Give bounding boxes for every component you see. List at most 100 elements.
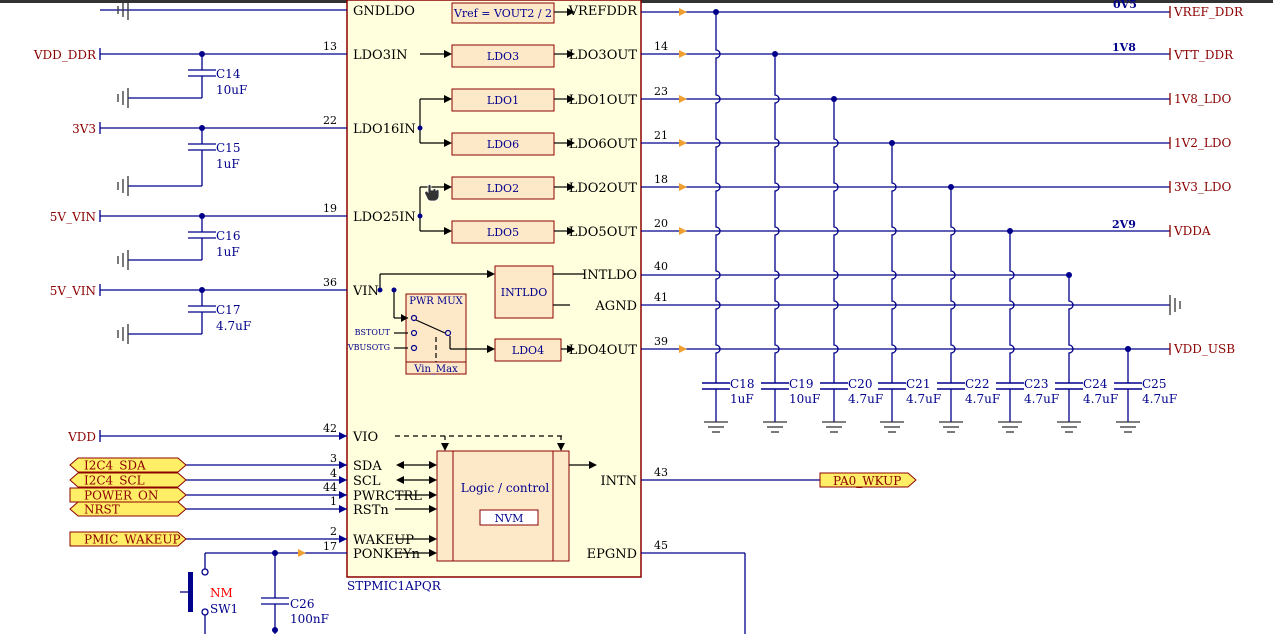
cap-junction	[948, 184, 954, 190]
switch-ref: SW1	[210, 602, 238, 616]
left-ground-icons	[117, 0, 129, 344]
pin-num-ldo4out: 39	[654, 335, 668, 348]
vref-block: Vref = VOUT2 / 2	[451, 2, 555, 24]
port-pmic-wakeup-label: PMIC_WAKEUP	[84, 533, 181, 547]
port-i2c4-sda-label: I2C4_SDA	[84, 459, 146, 473]
internal-wiring	[379, 11, 592, 554]
cap-ref: C18	[730, 377, 754, 391]
c14-value: 10uF	[216, 83, 247, 97]
mux-node-out	[444, 329, 452, 337]
c14-ref: C14	[216, 67, 241, 81]
c17-value: 4.7uF	[216, 319, 251, 333]
pin-arrowheads	[339, 432, 347, 543]
pin-intldo: INTLDO	[582, 268, 637, 283]
c26-junction	[272, 550, 278, 556]
ldo6-block-label: LDO6	[487, 138, 519, 151]
cap-drop-wire	[950, 187, 956, 383]
logic-control-block: Logic / control NVM	[436, 450, 570, 562]
cap-junction	[831, 96, 837, 102]
net-vdd-ddr: VDD_DDR	[33, 48, 97, 62]
vbusotg-label: VBUSOTG	[347, 343, 390, 352]
net-1v8-ldo: 1V8_LDO	[1174, 92, 1232, 106]
right-pin-arrows	[679, 8, 687, 353]
switch-body	[188, 572, 193, 612]
pin-num-ldo5out: 20	[654, 217, 668, 230]
pin-vio: VIO	[352, 430, 378, 445]
vin-max-label: Vin_Max	[413, 364, 458, 375]
c15-value: 1uF	[216, 157, 240, 171]
cap-drop-wire	[833, 99, 839, 383]
pin-ldo4out: LDO4OUT	[569, 343, 638, 358]
nvm-label: NVM	[495, 512, 524, 525]
right-rails	[641, 11, 1170, 634]
port-power-on: POWER_ON	[69, 487, 187, 503]
net-vdd: VDD	[67, 430, 96, 444]
ponkey-arrow	[298, 549, 306, 557]
hand-cursor-icon	[424, 184, 440, 202]
c15-ref: C15	[216, 141, 240, 155]
net-3v3-ldo: 3V3_LDO	[1174, 180, 1232, 194]
cap-value: 10uF	[789, 392, 820, 406]
net-5v-vin-2: 5V_VIN	[50, 284, 96, 298]
cap-junction	[1007, 228, 1013, 234]
pin-vin: VIN	[352, 284, 379, 299]
pin-pwrctrl: PWRCTRL	[353, 489, 422, 504]
pin-num-wakeup: 2	[330, 525, 337, 538]
rail-label-cut: 0V5	[1113, 0, 1137, 11]
agnd-ground-icon	[1169, 295, 1181, 315]
cap-value: 4.7uF	[848, 392, 883, 406]
cap-ref: C23	[1024, 377, 1048, 391]
rail-label-1v8: 1V8	[1112, 41, 1136, 54]
pin-intn: INTN	[600, 474, 637, 489]
net-vdd-usb: VDD_USB	[1173, 342, 1235, 356]
pin-epgnd: EPGND	[587, 547, 637, 562]
pin-ldo16in: LDO16IN	[353, 122, 416, 137]
cap-value: 4.7uF	[906, 392, 941, 406]
switch-contact-bottom	[201, 608, 209, 616]
cap-value: 4.7uF	[1142, 392, 1177, 406]
switch-nm-label: NM	[210, 586, 233, 600]
cap-junction	[713, 9, 719, 15]
pin-num-ldo1out: 23	[654, 85, 668, 98]
vref-block-label: Vref = VOUT2 / 2	[453, 7, 552, 20]
c26-value: 100nF	[290, 612, 329, 626]
switch-contact-top	[201, 568, 209, 576]
ldo3-block: LDO3	[451, 44, 555, 68]
c26-ref: C26	[290, 597, 314, 611]
cap-drop-wire	[1068, 275, 1074, 383]
pin-gndldo: GNDLDO	[353, 4, 415, 19]
cap-junction	[772, 51, 778, 57]
pin-num-ldo16in: 22	[323, 114, 337, 127]
left-pin-wires	[100, 9, 347, 554]
right-capacitor-bank: C181uFC1910uFC204.7uFC214.7uFC224.7uFC23…	[702, 9, 1177, 433]
vdd-usb-junction	[1125, 346, 1131, 352]
pin-agnd: AGND	[594, 299, 637, 314]
chip-name: STPMIC1APQR	[347, 579, 442, 593]
c26-ground-junction	[272, 627, 278, 633]
port-pa0-wkup-label: PA0_WKUP	[833, 474, 901, 488]
net-vdda: VDDA	[1173, 224, 1211, 238]
ldo4-block-label: LDO4	[512, 344, 544, 357]
cap-value: 1uF	[730, 392, 754, 406]
mux-node-vbusotg	[410, 344, 418, 352]
port-power-on-label: POWER_ON	[84, 489, 158, 503]
net-5v-vin-1: 5V_VIN	[50, 210, 96, 224]
pwr-mux-label: PWR MUX	[409, 296, 463, 307]
c16-ref: C16	[216, 229, 240, 243]
pin-num-intn: 43	[654, 466, 668, 479]
port-nrst: NRST	[69, 501, 187, 517]
cap-ref: C24	[1083, 377, 1108, 391]
pin-rstn: RSTn	[353, 503, 389, 518]
pin-wakeup: WAKEUP	[353, 533, 414, 548]
ldo1-block-label: LDO1	[487, 94, 519, 107]
port-pmic-wakeup: PMIC_WAKEUP	[69, 531, 187, 547]
mux-node-bstout	[410, 329, 418, 337]
pin-num-pwrctrl: 44	[323, 481, 337, 494]
c17-ref: C17	[216, 303, 240, 317]
cap-drop-wire	[774, 54, 780, 383]
ldo5-block-label: LDO5	[487, 226, 519, 239]
pin-num-vio: 42	[323, 422, 337, 435]
cap-ref: C25	[1142, 377, 1166, 391]
pin-num-ldo25in: 19	[323, 202, 337, 215]
